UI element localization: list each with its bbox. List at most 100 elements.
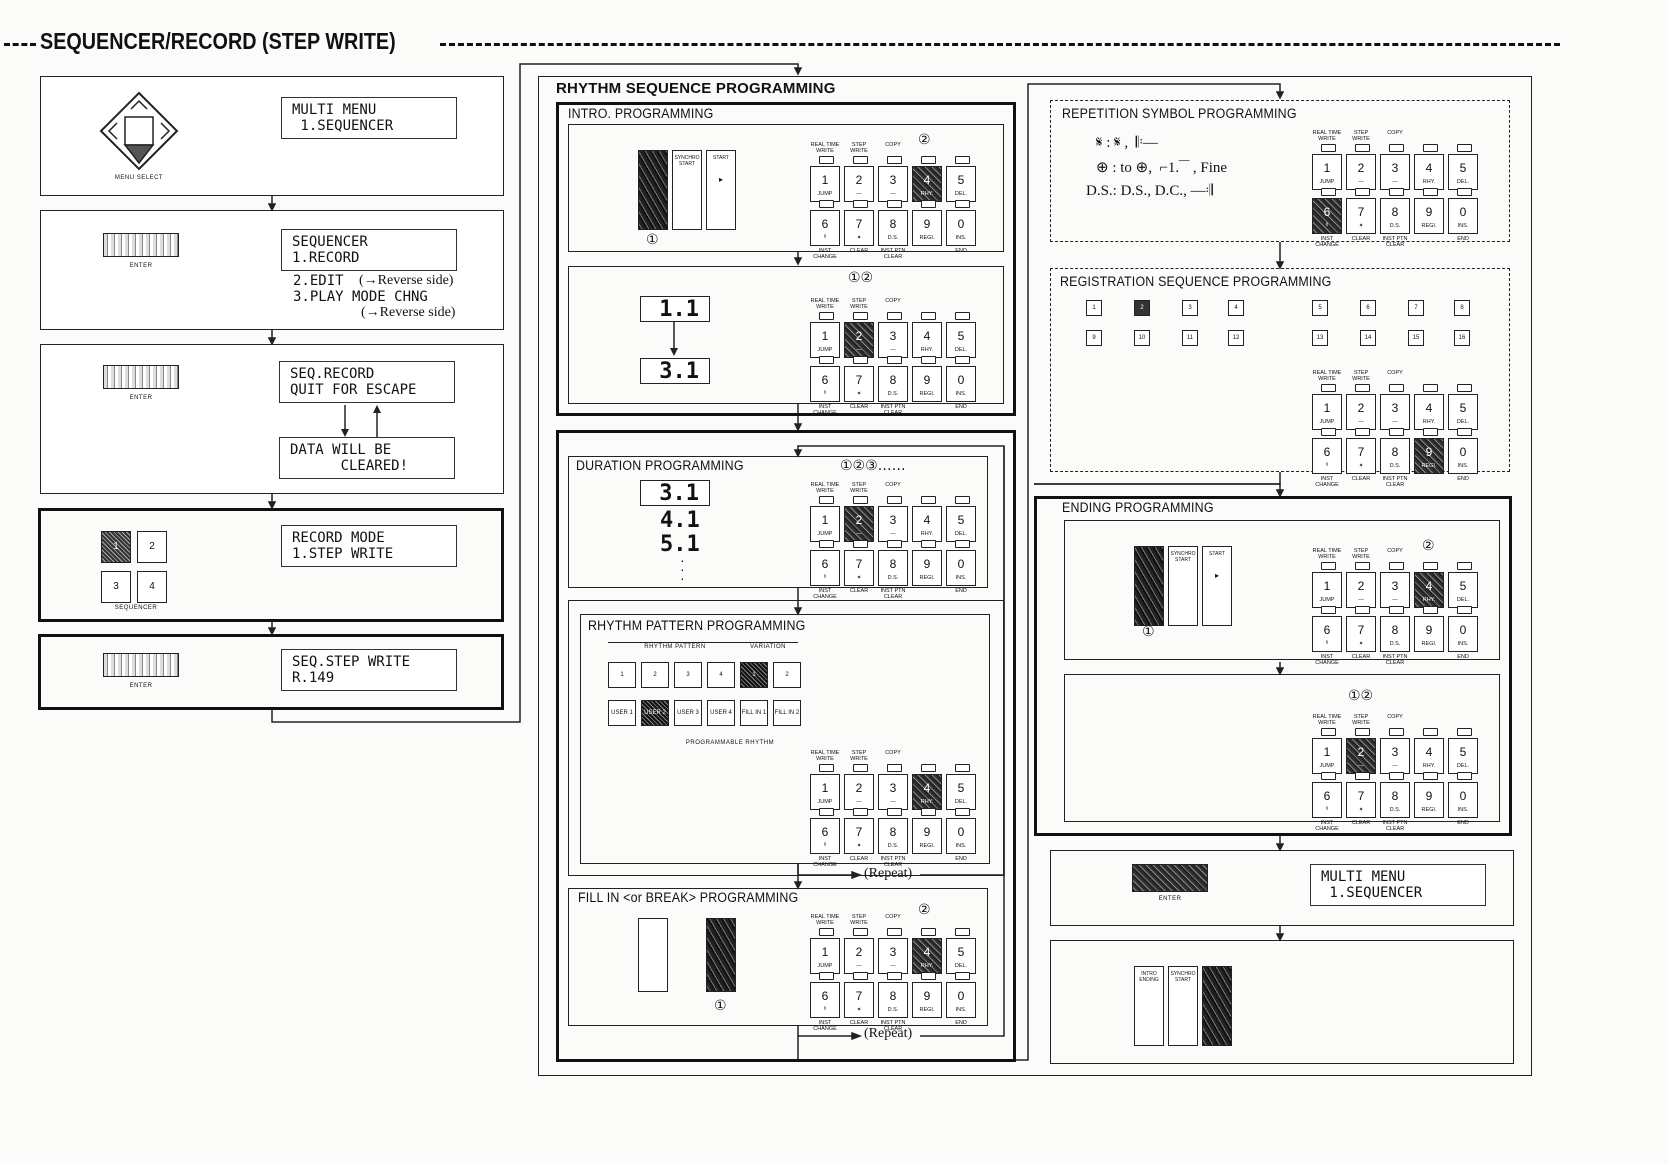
synchro-start-button[interactable]: SYNCHRO START (672, 150, 702, 230)
registration-key-7[interactable]: 7 (1408, 300, 1424, 316)
pattern-top-key-6[interactable]: 2 (773, 662, 801, 688)
sequencer-key-2[interactable]: 2 (137, 531, 167, 563)
final-enter-button[interactable] (1132, 864, 1208, 892)
registration-key-11[interactable]: 11 (1182, 330, 1198, 346)
menu-select-dpad[interactable] (99, 91, 179, 171)
keypad-key-7[interactable]: 7✦ (844, 356, 874, 402)
keypad-key-2[interactable]: 2— (1346, 562, 1376, 608)
registration-key-3[interactable]: 3 (1182, 300, 1198, 316)
keypad-key-7[interactable]: 7✦ (844, 808, 874, 854)
keypad-key-7[interactable]: 7✦ (844, 200, 874, 246)
enter-button-3[interactable] (103, 653, 179, 677)
keypad-key-2[interactable]: 2— (844, 928, 874, 974)
keypad-key-2[interactable]: 2— (844, 764, 874, 810)
keypad-key-2[interactable]: 2— (1346, 384, 1376, 430)
keypad-key-2[interactable]: 2— (844, 312, 874, 358)
registration-key-4[interactable]: 4 (1228, 300, 1244, 316)
pattern-top-key-5[interactable]: 1 (740, 662, 768, 688)
keypad-key-3[interactable]: 3— (1380, 562, 1410, 608)
registration-key-16[interactable]: 16 (1454, 330, 1470, 346)
registration-key-14[interactable]: 14 (1360, 330, 1376, 346)
ending-synchro-start-button[interactable]: SYNCHRO START (1168, 546, 1198, 626)
enter-button[interactable] (103, 233, 179, 257)
start-button[interactable]: START▸ (706, 150, 736, 230)
keypad-key-6[interactable]: 6𝄋 (810, 356, 840, 402)
pattern-bottom-key-2[interactable]: USER 2 (641, 700, 669, 726)
pattern-bottom-key-1[interactable]: USER 1 (608, 700, 636, 726)
sequencer-key-1[interactable]: 1 (101, 531, 131, 563)
keypad-key-3[interactable]: 3— (1380, 728, 1410, 774)
keypad-key-3[interactable]: 3— (1380, 144, 1410, 190)
final-synchro-start-button[interactable]: SYNCHRO START (1168, 966, 1198, 1046)
keypad-key-7[interactable]: 7✦ (1346, 428, 1376, 474)
keypad-key-6[interactable]: 6𝄋 (1312, 606, 1342, 652)
registration-key-1[interactable]: 1 (1086, 300, 1102, 316)
sequencer-key-4[interactable]: 4 (137, 571, 167, 603)
ending-intro-ending-button[interactable] (1134, 546, 1164, 626)
keypad-key-3[interactable]: 3— (878, 312, 908, 358)
registration-key-10[interactable]: 10 (1134, 330, 1150, 346)
pattern-top-key-1[interactable]: 1 (608, 662, 636, 688)
keypad-key-3[interactable]: 3— (1380, 384, 1410, 430)
pattern-top-key-3[interactable]: 3 (674, 662, 702, 688)
keypad-key-2[interactable]: 2— (1346, 144, 1376, 190)
keypad-key-7[interactable]: 7✦ (1346, 188, 1376, 234)
keypad-key-7[interactable]: 7✦ (844, 972, 874, 1018)
break-button[interactable] (638, 918, 668, 992)
enter-button-2[interactable] (103, 365, 179, 389)
registration-key-5[interactable]: 5 (1312, 300, 1328, 316)
pattern-top-key-2[interactable]: 2 (641, 662, 669, 688)
keypad-key-2[interactable]: 2— (844, 496, 874, 542)
keypad-key-6[interactable]: 6𝄋 (1312, 188, 1342, 234)
keypad-key-6[interactable]: 6𝄋 (810, 972, 840, 1018)
registration-key-9[interactable]: 9 (1086, 330, 1102, 346)
final-intro-ending-button[interactable]: INTRO ENDING (1134, 966, 1164, 1046)
keypad-key-2[interactable]: 2— (844, 156, 874, 202)
registration-key-6[interactable]: 6 (1360, 300, 1376, 316)
keypad-key-2[interactable]: 2— (1346, 728, 1376, 774)
keypad-key-6[interactable]: 6𝄋 (810, 540, 840, 586)
fill-in-button[interactable] (706, 918, 736, 992)
keypad-key-3[interactable]: 3— (878, 928, 908, 974)
keypad-key-3[interactable]: 3— (878, 496, 908, 542)
registration-key-8[interactable]: 8 (1454, 300, 1470, 316)
keypad-key-6[interactable]: 6𝄋 (810, 808, 840, 854)
pattern-bottom-key-4[interactable]: USER 4 (707, 700, 735, 726)
